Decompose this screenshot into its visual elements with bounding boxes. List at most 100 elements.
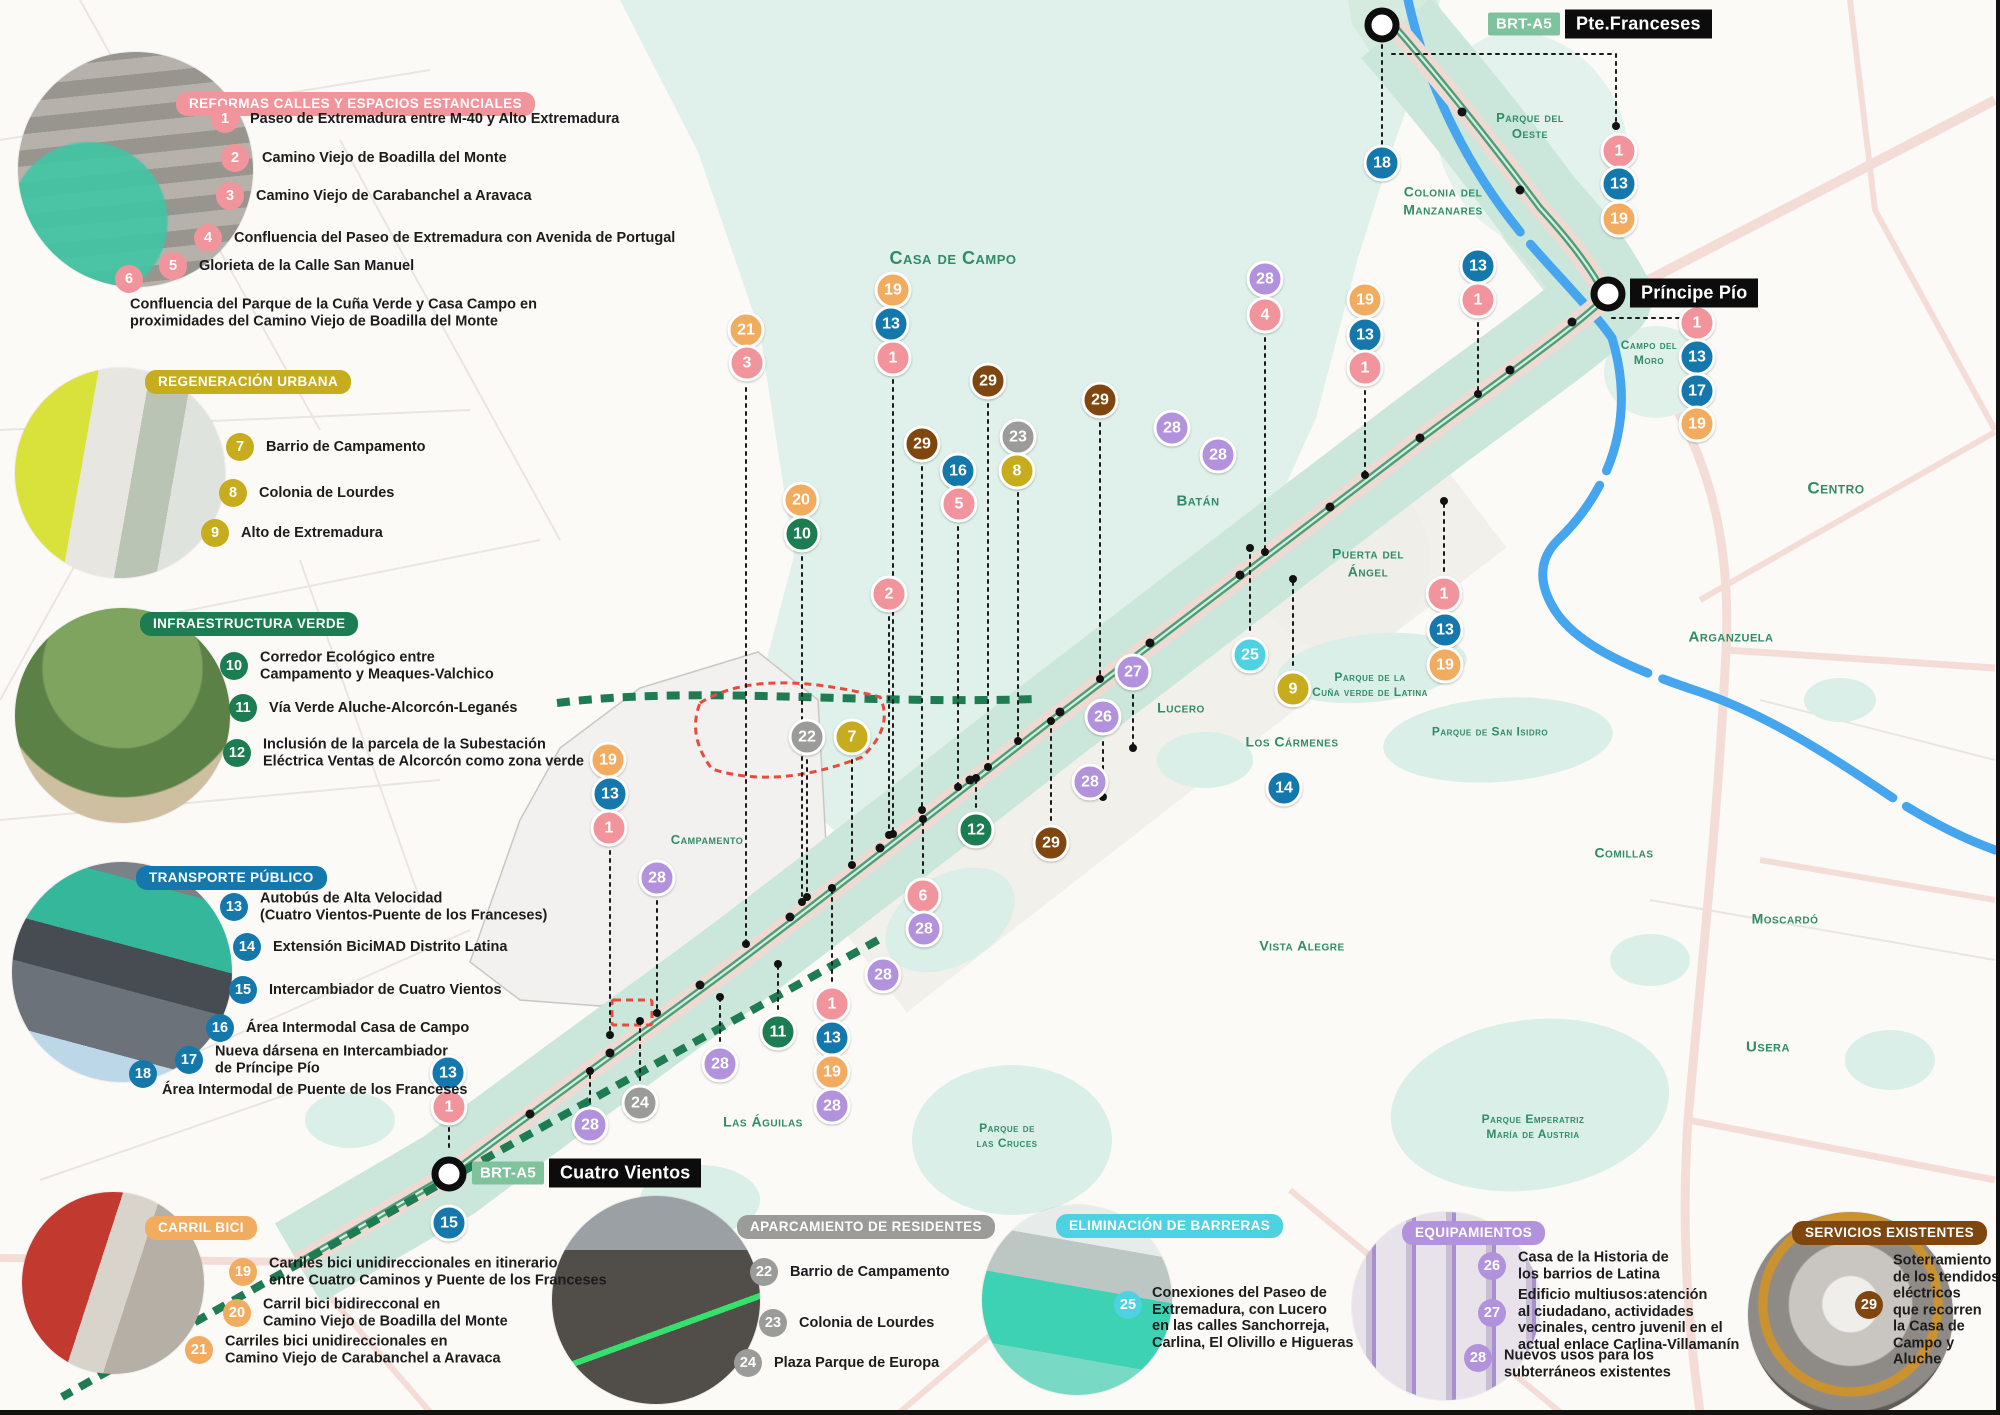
- brt-badge: BRT-A5: [1488, 12, 1560, 36]
- station-name: Cuatro Vientos: [548, 1158, 702, 1188]
- legend-photo-servicios: [1748, 1212, 1953, 1415]
- map-marker-1-54: 1: [813, 985, 851, 1023]
- map-marker-1-21: 1: [1459, 281, 1497, 319]
- region-label: Campamento: [670, 831, 744, 847]
- region-label: Usera: [1746, 1038, 1790, 1056]
- map-marker-10-13: 10: [783, 515, 821, 553]
- legend-item-text-8: Colonia de Lourdes: [259, 484, 395, 501]
- legend-item-number-20: 20: [223, 1299, 251, 1327]
- legend-item-number-24: 24: [734, 1349, 762, 1377]
- legend-item-number-13: 13: [220, 893, 248, 921]
- map-marker-13-29: 13: [1678, 338, 1716, 376]
- station-name: Príncipe Pío: [1630, 278, 1759, 308]
- map-marker-13-41: 13: [1426, 611, 1464, 649]
- station-ring-1: [1590, 276, 1626, 312]
- legend-title-transporte: TRANSPORTE PÚBLICO: [136, 866, 327, 890]
- route-stop-dots: [525, 107, 1577, 1119]
- legend-item-text-6: Confluencia del Parque de la Cuña Verde …: [130, 296, 537, 330]
- south-parks: [305, 632, 1935, 1235]
- map-marker-13-55: 13: [813, 1019, 851, 1057]
- brt-badge: BRT-A5: [472, 1161, 544, 1185]
- map-marker-14-39: 14: [1265, 769, 1303, 807]
- map-marker-19-43: 19: [589, 741, 627, 779]
- map-marker-29-5: 29: [969, 362, 1007, 400]
- legend-photo-regeneracion: [15, 368, 225, 578]
- map-marker-18-24: 18: [1363, 144, 1401, 182]
- legend-title-verde: INFRAESTRUCTURA VERDE: [140, 612, 359, 636]
- red-dashed-outline: [694, 681, 886, 779]
- map-marker-28-23: 28: [1199, 436, 1237, 474]
- map-marker-28-62: 28: [864, 956, 902, 994]
- legend-item-number-3: 3: [216, 182, 244, 210]
- legend-item-number-4: 4: [194, 224, 222, 252]
- legend-item-text-22: Barrio de Campamento: [790, 1263, 950, 1280]
- legend-photo-transporte: [12, 862, 232, 1082]
- map-marker-21-0: 21: [727, 311, 765, 349]
- frame-edge-bottom: [0, 1410, 2000, 1415]
- region-label: Vista Alegre: [1259, 937, 1345, 954]
- map-marker-23-9: 23: [999, 418, 1037, 456]
- legend-title-reformas: REFORMAS CALLES Y ESPACIOS ESTANCIALES: [176, 92, 535, 116]
- map-marker-28-61: 28: [905, 910, 943, 948]
- legend-item-number-12: 12: [223, 739, 251, 767]
- region-label: Parque de San Isidro: [1431, 724, 1549, 739]
- legend-item-text-9: Alto de Extremadura: [241, 524, 383, 541]
- legend-item-number-22: 22: [750, 1258, 778, 1286]
- region-label: Las Águilas: [723, 1113, 803, 1130]
- legend-item-number-8: 8: [219, 479, 247, 507]
- legend-item-number-23: 23: [759, 1309, 787, 1337]
- legend-photo-reformas: [18, 52, 253, 287]
- map-marker-17-30: 17: [1678, 372, 1716, 410]
- legend-item-number-11: 11: [229, 694, 257, 722]
- map-marker-6-60: 6: [904, 877, 942, 915]
- map-marker-12-58: 12: [957, 811, 995, 849]
- legend-item-number-9: 9: [201, 519, 229, 547]
- legend-item-text-5: Glorieta de la Calle San Manuel: [199, 257, 415, 274]
- legend-item-number-15: 15: [229, 976, 257, 1004]
- region-label: Centro: [1807, 478, 1865, 498]
- legend-title-equipamientos: EQUIPAMIENTOS: [1402, 1221, 1546, 1245]
- map-marker-28-50: 28: [571, 1106, 609, 1144]
- red-dashed-rect: [610, 998, 654, 1027]
- map-marker-19-27: 19: [1600, 200, 1638, 238]
- map-marker-7-33: 7: [833, 718, 871, 756]
- map-marker-24-51: 24: [621, 1084, 659, 1122]
- region-label: Moscardó: [1751, 910, 1819, 927]
- map-marker-4-16: 4: [1246, 296, 1284, 334]
- station-ring-0: [1364, 7, 1400, 43]
- map-marker-13-3: 13: [872, 305, 910, 343]
- map-marker-15-49: 15: [430, 1204, 468, 1242]
- legend-item-number-1: 1: [211, 105, 239, 133]
- map-marker-22-32: 22: [788, 718, 826, 756]
- legend-item-number-18: 18: [129, 1060, 157, 1088]
- casa-de-campo-area: [620, 0, 1440, 842]
- region-label: Batán: [1176, 492, 1220, 510]
- map-marker-28-57: 28: [813, 1087, 851, 1125]
- legend-item-number-16: 16: [206, 1014, 234, 1042]
- legend-item-number-6: 6: [115, 265, 143, 293]
- legend-title-regeneracion: REGENERACIÓN URBANA: [145, 370, 352, 394]
- legend-item-number-26: 26: [1478, 1252, 1506, 1280]
- legend-item-number-27: 27: [1478, 1299, 1506, 1327]
- legend-title-aparcamiento: APARCAMIENTO DE RESIDENTES: [737, 1215, 995, 1239]
- legend-item-number-10: 10: [220, 652, 248, 680]
- map-marker-1-4: 1: [874, 339, 912, 377]
- map-marker-28-46: 28: [638, 859, 676, 897]
- map-marker-28-38: 28: [1071, 763, 1109, 801]
- legend-item-text-1: Paseo de Extremadura entre M-40 y Alto E…: [250, 110, 620, 127]
- legend-title-servicios: SERVICIOS EXISTENTES: [1792, 1221, 1988, 1245]
- legend-item-number-5: 5: [159, 252, 187, 280]
- map-marker-1-40: 1: [1425, 575, 1463, 613]
